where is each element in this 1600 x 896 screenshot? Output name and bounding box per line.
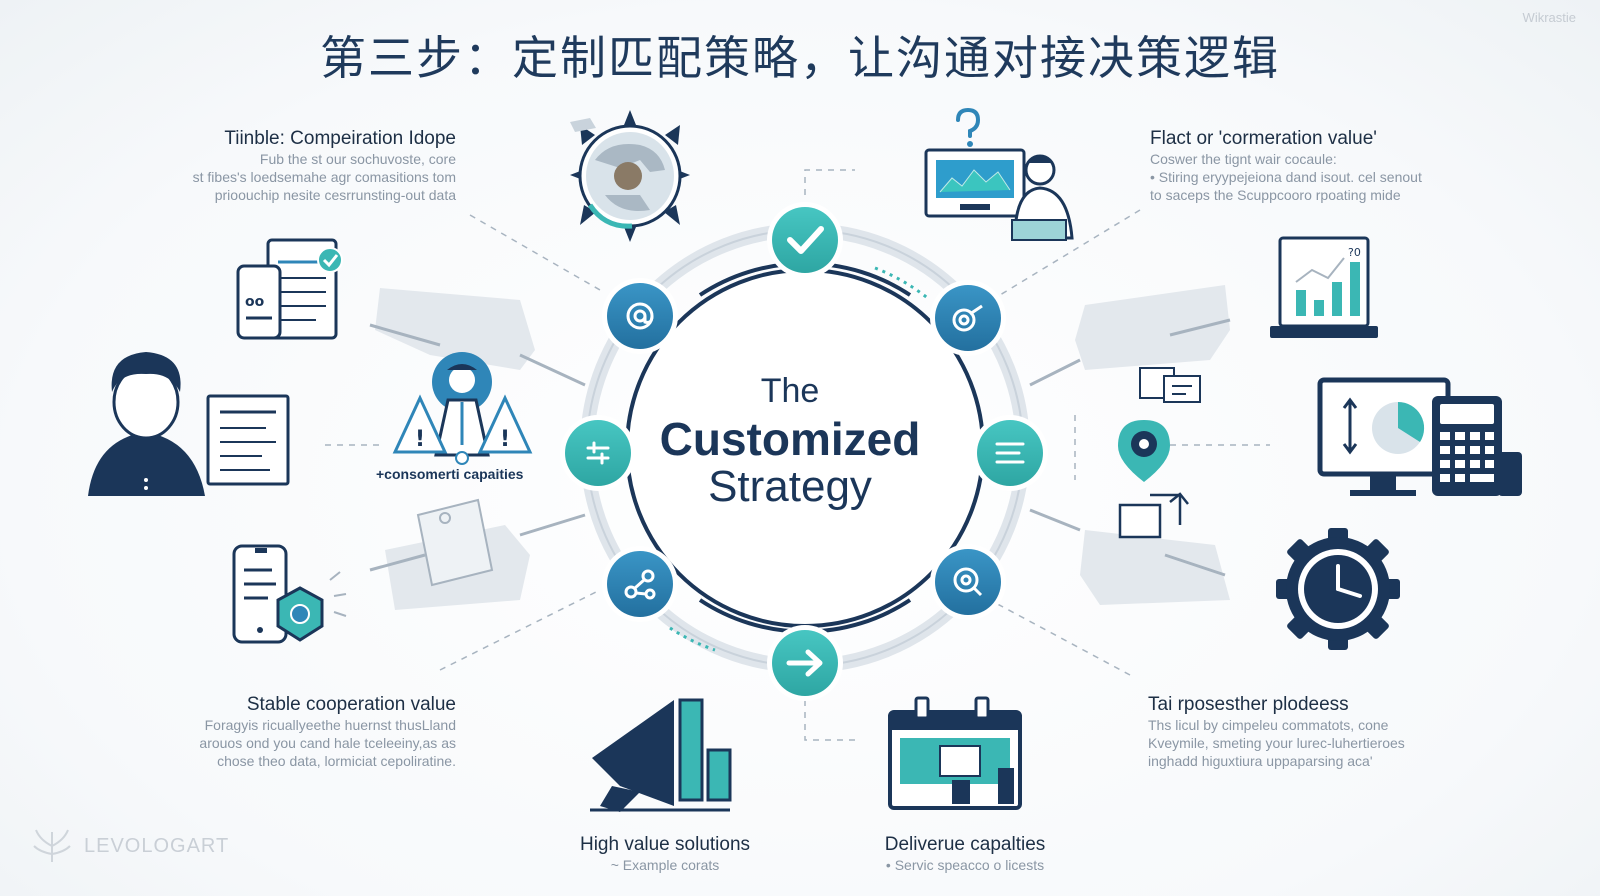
line: ~ Example corats (610, 857, 720, 873)
line: Kveymile, smeting your lurec-luhertieroe… (1148, 735, 1405, 751)
line: chose theo data, lormiciat cepoliratine. (217, 753, 456, 769)
brand-name: LEVOLOGART (84, 834, 230, 857)
heading: Flact or 'cormeration value' (1150, 128, 1377, 149)
line: Fub the st our sochuvoste, core (259, 151, 456, 167)
heading: Tai rposesther plodeess (1148, 694, 1349, 715)
share-icon (624, 569, 656, 600)
svg-text:!: ! (500, 427, 510, 452)
line: Coswer the tignt wair cocaule: (1150, 151, 1337, 167)
text-block-bottom-mid-left: High value solutions ~ Example corats (540, 834, 790, 874)
monitor-piechart-icon (1317, 377, 1451, 496)
arrow-right-icon (786, 649, 823, 677)
line: Ths licul by cimpeleu commatots, cone (1148, 717, 1389, 733)
ring-node-search[interactable] (930, 544, 1006, 620)
line: prioouchip nesite cesrrunsting-out data (214, 187, 456, 203)
line: Foragyis ricuallyeethe huernst thusLland (204, 717, 456, 733)
megaphone-chart-icon (590, 698, 732, 812)
heading: Deliverue capalties (884, 834, 1046, 855)
ring-node-arrow[interactable] (767, 625, 843, 701)
line: inghadd higuxtiura uppaparsing aca' (1148, 753, 1373, 769)
calculator-icon (1432, 396, 1522, 496)
phone-shield-icon (232, 544, 347, 644)
line: arouos ond you cand hale tceleeiny,as as (199, 735, 456, 751)
watermark: Wikrastie (1522, 10, 1576, 25)
search-icon (953, 567, 983, 597)
line: • Servic speacco o licests (885, 857, 1045, 873)
equalizer-icon (586, 441, 610, 465)
heading: Tiinble: Compeiration Idope (224, 128, 456, 149)
heading: Stable cooperation value (246, 694, 456, 715)
check-icon (787, 226, 824, 254)
monitor-person-icon (924, 107, 1074, 241)
page-title: 第三步：定制匹配策略，让沟通对接决策逻辑 (320, 31, 1280, 85)
heading: High value solutions (579, 834, 751, 855)
ring-node-target[interactable] (930, 280, 1006, 356)
text-block-bottom-right: Tai rposesther plodeess Ths licul by cim… (1148, 694, 1405, 770)
advisor-warning-icon: ! ! (392, 352, 533, 465)
center-title-customized: Customized (659, 413, 921, 465)
menu-icon (995, 442, 1025, 464)
brand-logo: LEVOLOGART (30, 826, 229, 866)
cards-icon (1139, 367, 1201, 403)
leaf-logo-icon (33, 829, 71, 862)
callout-label: +consomerti capaities (376, 466, 524, 482)
ring-node-check[interactable] (767, 202, 843, 278)
document-icon (206, 394, 290, 486)
text-block-top-right: Flact or 'cormeration value' Coswer the … (1150, 128, 1422, 204)
location-pin-icon (1118, 420, 1170, 482)
line: st fibes's loedsemahe agr comasitions to… (192, 169, 456, 185)
calendar-board-icon (888, 696, 1022, 810)
line: • Stiring eryypejeiona dand isout. cel s… (1150, 169, 1422, 185)
clipboard-document-icon: oo (236, 238, 343, 340)
target-icon (952, 304, 983, 332)
ring-node-equalizer[interactable] (560, 415, 636, 491)
tag-card-icon (416, 498, 494, 587)
text-block-top-left: Tiinble: Compeiration Idope Fub the st o… (193, 128, 456, 204)
svg-text:?0: ?0 (1348, 246, 1361, 259)
svg-text:!: ! (415, 427, 425, 452)
hand-lines (369, 318, 1231, 577)
gear-clock-icon (1276, 528, 1400, 650)
ring-node-menu[interactable] (972, 415, 1048, 491)
ring-node-share[interactable] (602, 546, 678, 622)
text-block-bottom-left: Stable cooperation value Foragyis ricual… (199, 694, 456, 770)
at-sign-icon (626, 302, 654, 330)
export-icon (1118, 492, 1189, 539)
laptop-chart-icon: ?0 (1270, 236, 1378, 338)
dashed-connectors (325, 169, 1270, 741)
person-avatar-icon (88, 352, 205, 496)
text-block-bottom-mid-right: Deliverue capalties • Servic speacco o l… (840, 834, 1090, 874)
globe-icon (570, 110, 690, 242)
center-title-strategy: Strategy (708, 462, 872, 511)
svg-text:oo: oo (245, 294, 265, 310)
center-title-the: The (760, 372, 820, 410)
ring-node-at[interactable] (602, 278, 678, 354)
line: to saceps the Scuppcooro rpoating mide (1150, 187, 1401, 203)
